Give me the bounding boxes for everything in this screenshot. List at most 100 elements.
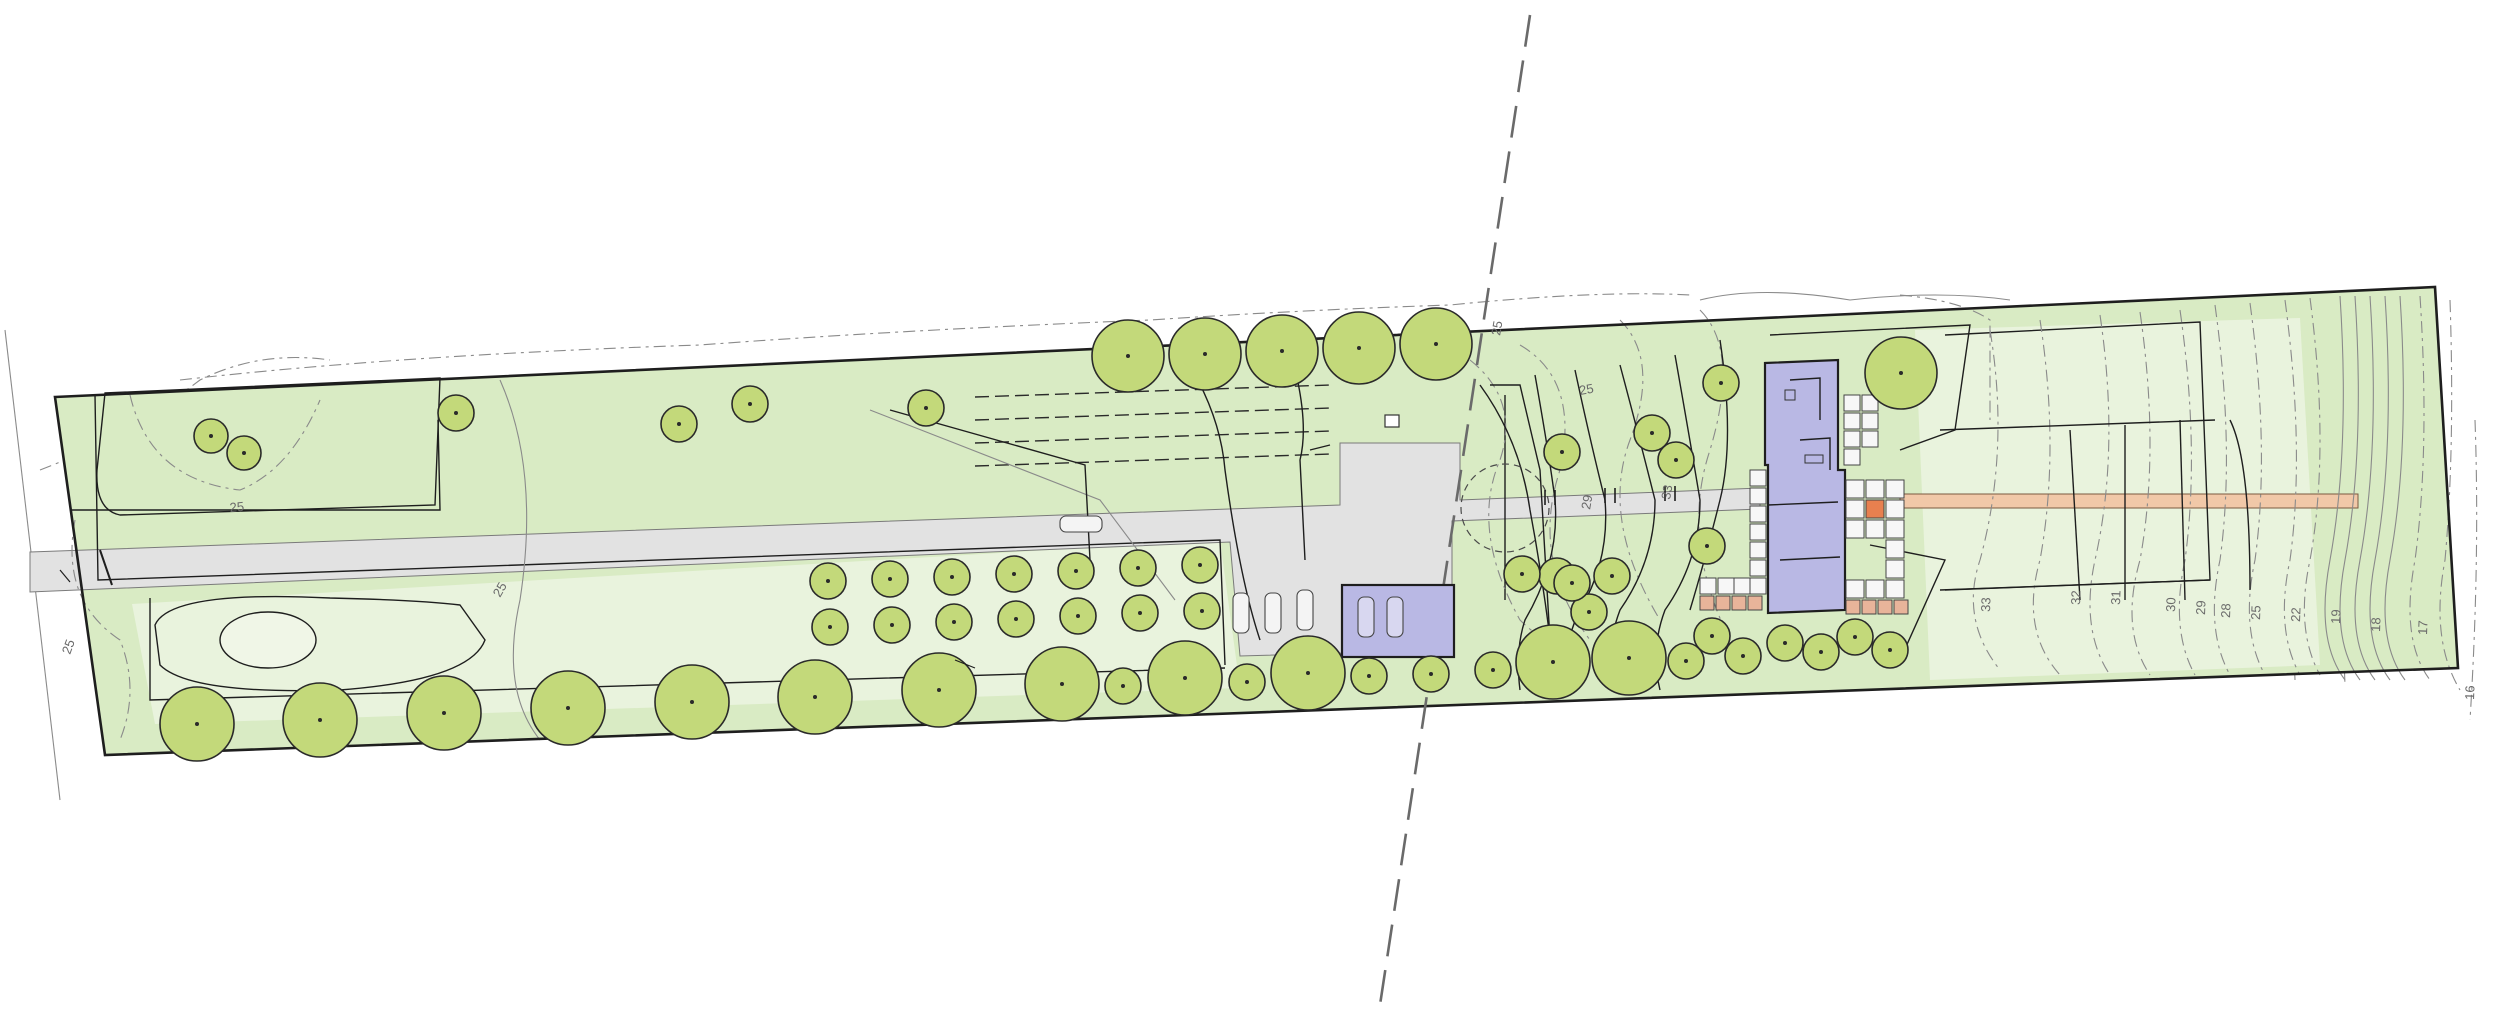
- entrance-markers: [59, 549, 976, 669]
- car-icon: [1264, 592, 1282, 634]
- tree-symbol-icon: [1688, 527, 1726, 565]
- contour-label: 30: [2163, 597, 2178, 612]
- garden-bed-northwest: [96, 377, 441, 516]
- tree-symbol-icon: [1503, 555, 1541, 593]
- tree-symbol-icon: [935, 603, 973, 641]
- contour-label: 29: [2193, 600, 2208, 615]
- tree-symbol-icon: [1350, 657, 1388, 695]
- contour-label: 25: [2248, 605, 2263, 620]
- main-house: [1763, 358, 1847, 615]
- tree-symbol-icon: [1181, 546, 1219, 584]
- tree-symbol-icon: [1515, 624, 1591, 700]
- contour-label: 22: [2288, 607, 2303, 622]
- tree-symbol-icon: [809, 562, 847, 600]
- tree-symbol-icon: [1702, 364, 1740, 402]
- contour-label: 25: [1488, 320, 1505, 337]
- car-icon: [1357, 596, 1375, 638]
- car-icon: [1232, 592, 1250, 634]
- tree-symbol-icon: [1724, 637, 1762, 675]
- contour-label: 31: [2108, 590, 2123, 605]
- tree-symbol-icon: [1057, 552, 1095, 590]
- tree-symbol-icon: [1168, 317, 1242, 391]
- tree-symbol-icon: [1633, 414, 1671, 452]
- tree-symbol-icon: [1543, 433, 1581, 471]
- tree-symbol-icon: [1766, 624, 1804, 662]
- contour-label: 25: [229, 499, 245, 515]
- tree-symbol-icon: [1059, 597, 1097, 635]
- contour-label: 32: [2068, 590, 2083, 605]
- trees: [159, 307, 1938, 762]
- tree-symbol-icon: [193, 418, 229, 454]
- tree-symbol-icon: [654, 664, 730, 740]
- tree-symbol-icon: [1693, 617, 1731, 655]
- tree-symbol-icon: [997, 600, 1035, 638]
- contour-label: 17: [2415, 620, 2430, 635]
- contour-label: 16: [2462, 685, 2477, 700]
- tree-symbol-icon: [1864, 336, 1938, 410]
- tree-symbol-icon: [1104, 667, 1142, 705]
- tree-symbol-icon: [907, 389, 945, 427]
- small-shed: [1384, 414, 1400, 428]
- tree-symbol-icon: [1591, 620, 1667, 696]
- tree-symbol-icon: [1667, 642, 1705, 680]
- tree-symbol-icon: [1147, 640, 1223, 716]
- tree-symbol-icon: [1836, 618, 1874, 656]
- contour-label: 29: [1578, 494, 1595, 511]
- tree-symbol-icon: [1871, 631, 1909, 669]
- tree-symbol-icon: [437, 394, 475, 432]
- tree-symbol-icon: [530, 670, 606, 746]
- paving-grid: [1699, 394, 1909, 615]
- tree-symbol-icon: [1245, 314, 1319, 388]
- contour-lines: [71, 293, 2478, 741]
- contour-labels: 25 25 25 25 25 29 33 33 32 31 30 29 28 2…: [59, 320, 2478, 700]
- tree-symbol-icon: [226, 435, 262, 471]
- tree-symbol-icon: [660, 405, 698, 443]
- tree-symbol-icon: [1570, 593, 1608, 631]
- tree-symbol-icon: [811, 608, 849, 646]
- tree-symbol-icon: [1412, 655, 1450, 693]
- tree-symbol-icon: [1228, 663, 1266, 701]
- turning-circle: [1460, 463, 1550, 553]
- tree-symbol-icon: [1322, 311, 1396, 385]
- pond: [219, 611, 317, 669]
- tree-symbol-icon: [1091, 319, 1165, 393]
- car-icon: [1059, 515, 1103, 533]
- contour-label: 33: [1658, 484, 1675, 501]
- tree-symbol-icon: [406, 675, 482, 751]
- tree-symbol-icon: [159, 686, 235, 762]
- tree-symbol-icon: [1270, 635, 1346, 711]
- house-footprint: [1763, 358, 1847, 615]
- contour-label: 28: [2218, 603, 2233, 618]
- lawn-borders: [70, 321, 2211, 701]
- tree-symbol-icon: [933, 558, 971, 596]
- tree-symbol-icon: [1024, 646, 1100, 722]
- contour-label: 25: [59, 637, 78, 656]
- tree-symbol-icon: [731, 385, 769, 423]
- contour-label: 19: [2328, 609, 2343, 624]
- tree-symbol-icon: [873, 606, 911, 644]
- tree-symbol-icon: [1121, 594, 1159, 632]
- tree-symbol-icon: [1593, 557, 1631, 595]
- tree-symbol-icon: [1802, 633, 1840, 671]
- tree-symbol-icon: [1553, 564, 1591, 602]
- tree-symbol-icon: [995, 555, 1033, 593]
- car-icon: [1386, 596, 1404, 638]
- contour-label: 25: [1578, 381, 1595, 398]
- tree-symbol-icon: [282, 682, 358, 758]
- car-icon-group: [1059, 515, 1404, 638]
- tree-symbol-icon: [1183, 592, 1221, 630]
- contour-label: 25: [490, 579, 510, 599]
- tree-symbol-icon: [1657, 441, 1695, 479]
- property-boundary: [53, 285, 2460, 757]
- tree-symbol-icon: [871, 560, 909, 598]
- contour-label: 33: [1978, 597, 1993, 612]
- pond-area: [154, 595, 486, 692]
- tree-symbol-icon: [777, 659, 853, 735]
- footbridge-group: [1544, 486, 1676, 505]
- tree-symbol-icon: [1119, 549, 1157, 587]
- section-axis-line: [1378, 14, 1532, 1006]
- tree-symbol-icon: [1474, 651, 1512, 689]
- boardwalk: [1899, 493, 2359, 509]
- tree-symbol-icon: [901, 652, 977, 728]
